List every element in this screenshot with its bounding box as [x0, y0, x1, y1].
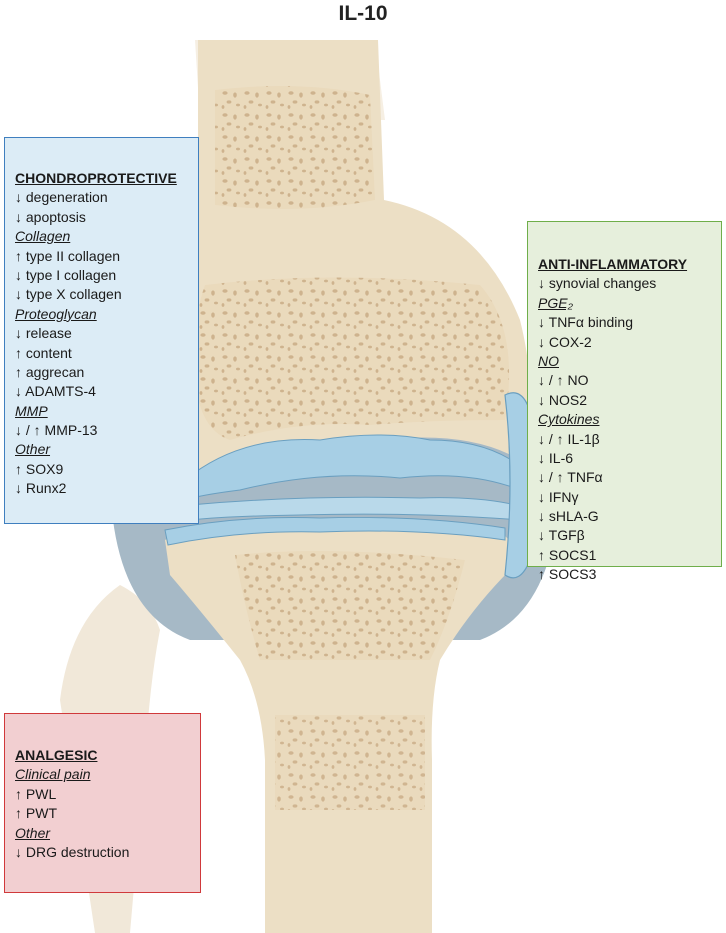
tibia-spongy-lower [275, 715, 425, 810]
list-item: ↑ type II collagen [15, 247, 121, 264]
list-item: ↓ sHLA-G [538, 508, 599, 525]
list-item: ↓ ADAMTS-4 [15, 383, 96, 400]
chondroprotective-heading: CHONDROPROTECTIVE [15, 170, 177, 186]
subheading: PGE₂ [538, 294, 573, 311]
subheading: NO [538, 352, 559, 369]
figure-title: IL-10 [338, 2, 388, 25]
list-item: ↓ IL-6 [538, 449, 574, 466]
list-item: ↑ SOCS3 [538, 566, 597, 583]
list-item: ↓ Runx2 [15, 480, 67, 497]
list-item: ↓ / ↑ MMP-13 [15, 422, 98, 439]
list-item: ↓ / ↑ NO [538, 372, 589, 389]
articular-cartilage-lower [164, 516, 506, 546]
list-item: ↓ COX-2 [538, 333, 592, 350]
femur-spongy-lower [194, 277, 510, 440]
subheading: Proteoglycan [15, 305, 97, 322]
analgesic-panel: ANALGESIC Clinical pain ↑ PWL ↑ PWT Other ↓ … [4, 713, 201, 893]
list-item: ↓ IFNγ [538, 488, 579, 505]
subheading: Clinical pain [15, 766, 91, 783]
subheading: Collagen [15, 228, 71, 245]
list-item: ↓ degeneration [15, 189, 108, 206]
analgesic-list: Clinical pain ↑ PWL ↑ PWT Other ↓ DRG destru… [15, 765, 200, 862]
chondroprotective-panel: CHONDROPROTECTIVE ↓ degeneration ↓ apopto… [4, 137, 199, 524]
list-item: ↑ SOCS1 [538, 546, 597, 563]
list-item: ↓ NOS2 [538, 391, 588, 408]
list-item: ↓ type I collagen [15, 266, 117, 283]
femur-spongy-upper [215, 86, 375, 209]
list-item: ↓ TGFβ [538, 527, 585, 544]
subheading: Other [15, 441, 51, 458]
list-item: ↓ release [15, 325, 72, 342]
list-item: ↑ aggrecan [15, 363, 85, 380]
subheading: MMP [15, 402, 48, 419]
list-item: ↑ PWT [15, 805, 57, 822]
list-item: ↓ TNFα binding [538, 314, 633, 331]
subheading: Cytokines [538, 411, 600, 428]
list-item: ↑ content [15, 344, 72, 361]
list-item: ↓ type X collagen [15, 286, 122, 303]
list-item: ↓ DRG destruction [15, 843, 130, 860]
anti-inflammatory-heading: ANTI-INFLAMMATORY [538, 256, 688, 272]
list-item: ↓ / ↑ IL-1β [538, 430, 600, 447]
list-item: ↑ SOX9 [15, 460, 64, 477]
tibia-spongy [235, 551, 465, 660]
list-item: ↓ synovial changes [538, 275, 657, 292]
patella-cartilage [504, 392, 533, 579]
list-item: ↓ / ↑ TNFα [538, 469, 603, 486]
subheading: Other [15, 824, 51, 841]
analgesic-heading: ANALGESIC [15, 747, 98, 763]
list-item: ↓ apoptosis [15, 208, 86, 225]
list-item: ↑ PWL [15, 785, 57, 802]
